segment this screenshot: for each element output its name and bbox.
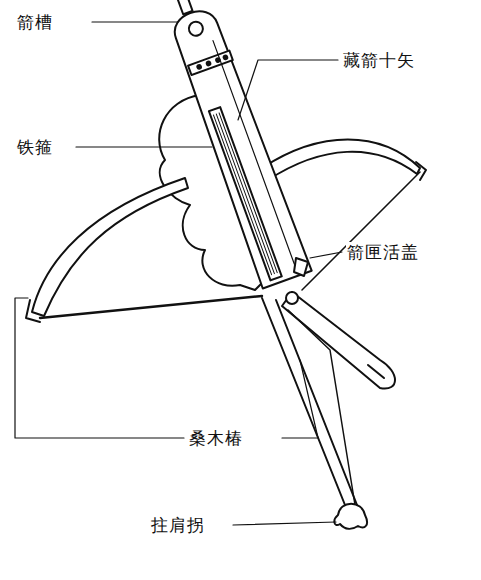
bow-right-tip	[416, 162, 426, 180]
stock-rod-a	[262, 298, 345, 505]
stock-rod-c	[288, 310, 355, 505]
part-label: 铁箍	[16, 137, 54, 157]
part-label: 箭匣活盖	[346, 242, 420, 262]
pivot	[286, 292, 298, 304]
part-label: 拄肩拐	[150, 515, 206, 535]
part-label: 桑木椿	[188, 428, 244, 448]
lever	[282, 292, 395, 389]
bow-right-arm	[262, 140, 420, 181]
stock-rod-b	[276, 300, 357, 505]
magazine	[135, 0, 311, 289]
bowstring-left	[40, 296, 262, 318]
leader-lines	[15, 22, 342, 525]
lever-end	[368, 365, 384, 378]
bow-left-tip	[26, 300, 40, 322]
shoulder-rest	[334, 504, 367, 529]
bowstring-right	[302, 172, 420, 290]
part-label: 藏箭十矢	[342, 50, 416, 70]
lid-clip	[294, 258, 308, 276]
part-label: 箭槽	[16, 12, 54, 32]
bow-left-arm	[32, 178, 188, 316]
